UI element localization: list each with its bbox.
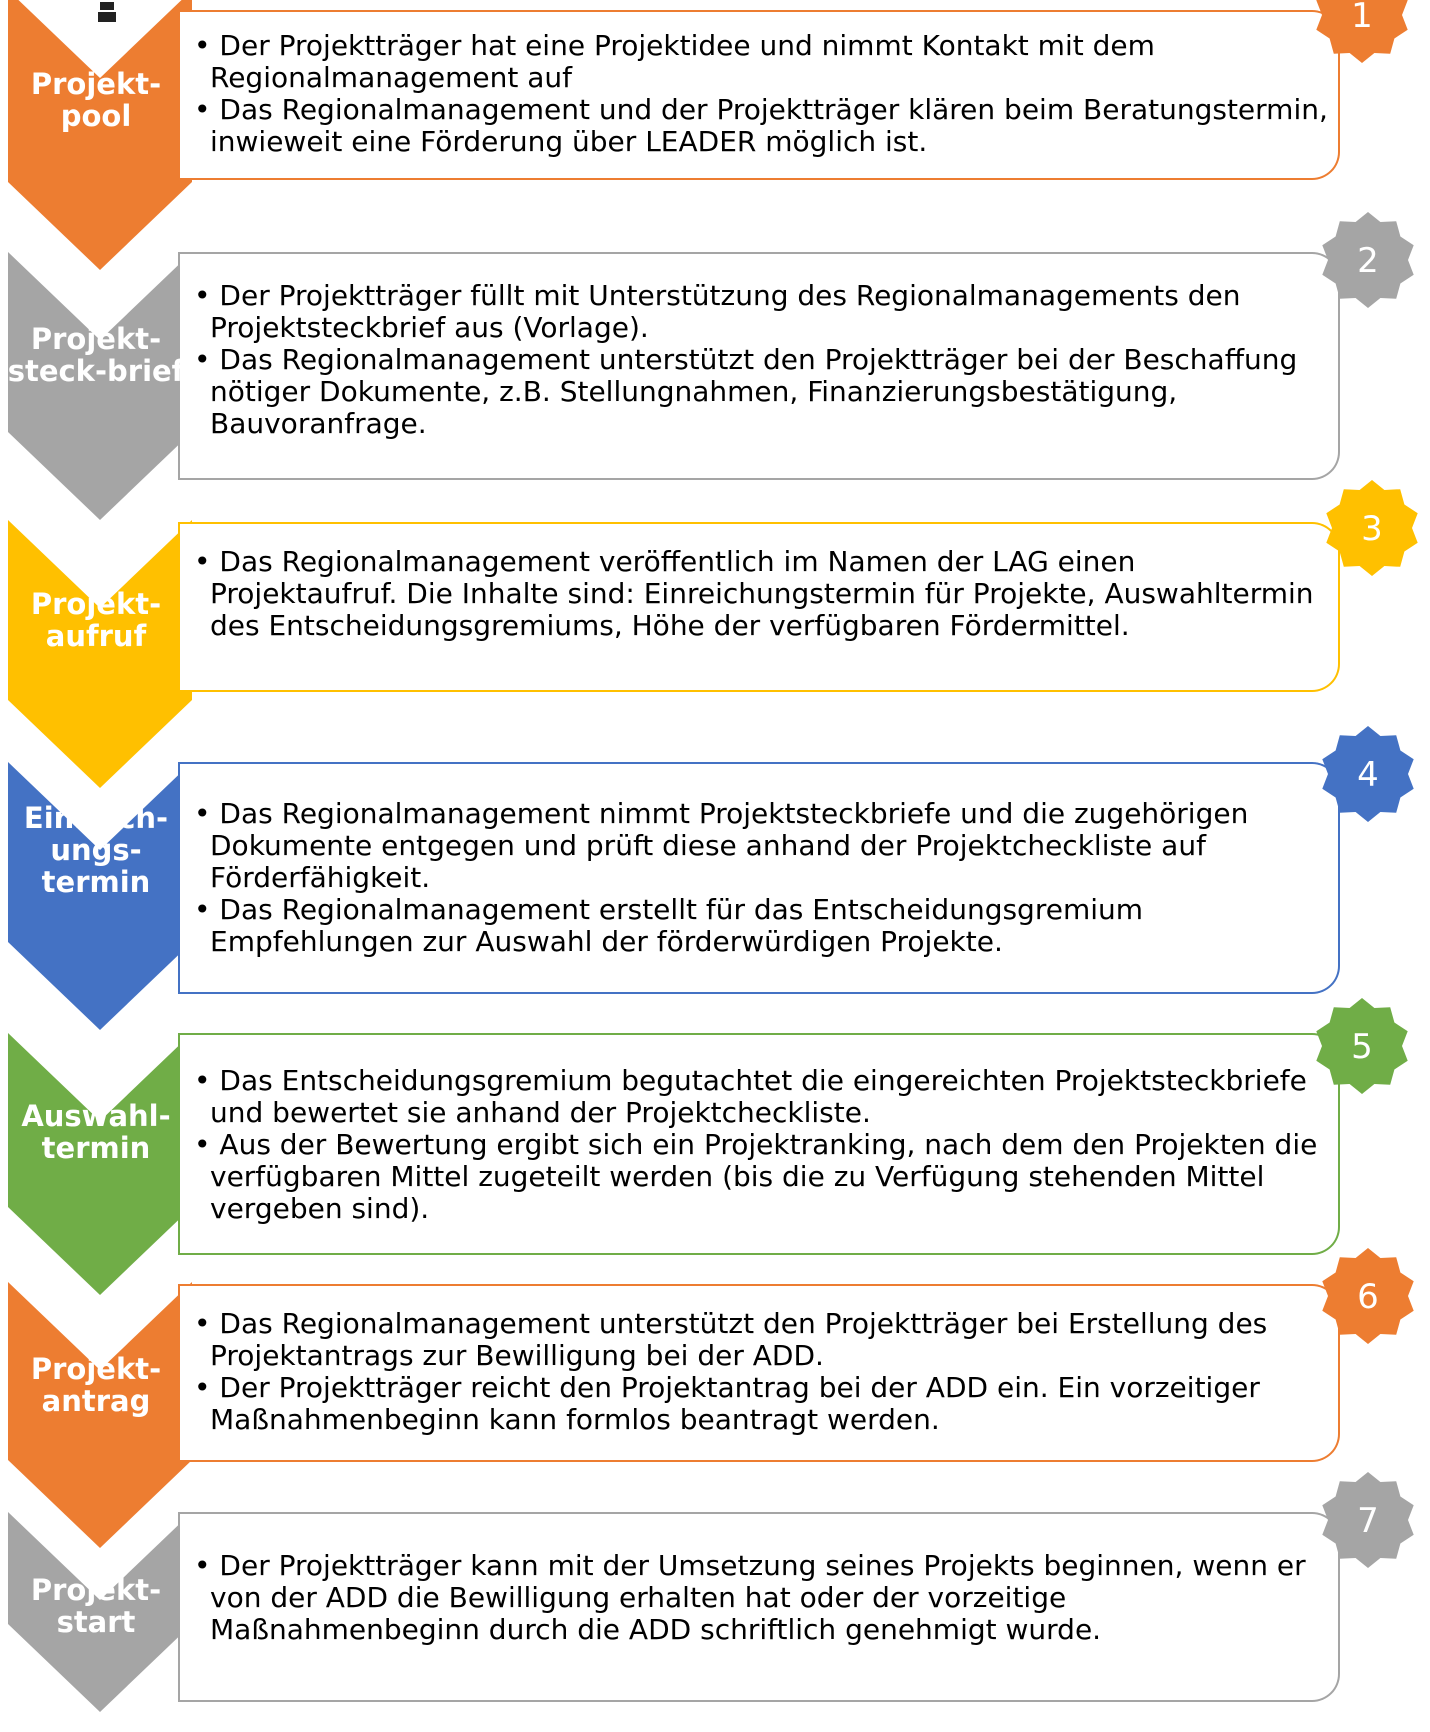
bullet-list: • Das Regionalmanagement veröffentlich i… <box>194 546 1328 642</box>
chevron-shape <box>8 0 192 270</box>
chevron-shape <box>8 252 192 520</box>
bullet-item: • Das Regionalmanagement unterstützt den… <box>194 1307 1268 1372</box>
bullet-list: • Das Entscheidungsgremium begutachtet d… <box>194 1065 1328 1225</box>
step-chevron <box>8 0 192 270</box>
bullet-item: • Das Entscheidungsgremium begutachtet d… <box>194 1064 1307 1129</box>
step-title-line: ungs- <box>50 833 142 867</box>
bullet-item: • Das Regionalmanagement erstellt für da… <box>194 893 1144 958</box>
step-chevron <box>8 520 192 788</box>
step-number-badge: 3 <box>1326 480 1418 576</box>
badge-starburst <box>1326 480 1418 576</box>
bullet-item: • Der Projektträger füllt mit Unterstütz… <box>194 279 1241 344</box>
step-number-badge: 4 <box>1322 726 1414 822</box>
box-left-edge <box>178 764 180 992</box>
box-left-edge <box>178 524 180 690</box>
step-chevron <box>8 762 192 1030</box>
step-title: Auswahl-termin <box>0 1100 192 1164</box>
step-chevron <box>8 1512 192 1712</box>
badge-starburst <box>1322 1472 1414 1568</box>
person-icon <box>98 2 116 22</box>
step-title-line: termin <box>41 865 151 899</box>
step-number: 4 <box>1357 755 1379 795</box>
step-title-line: aufruf <box>45 619 147 653</box>
step-title: Projekt-steck-brief <box>0 323 192 387</box>
bullet-list: • Das Regionalmanagement unterstützt den… <box>194 1308 1328 1436</box>
step-title-line: Auswahl- <box>21 1099 171 1133</box>
step-title-line: termin <box>41 1131 151 1165</box>
box-left-edge <box>178 254 180 478</box>
bullet-item: • Der Projektträger hat eine Projektidee… <box>194 29 1155 94</box>
chevron-shape <box>8 762 192 1030</box>
step-title-line: Projekt- <box>30 67 162 101</box>
step-number: 7 <box>1357 1501 1379 1541</box>
badge-starburst <box>1316 0 1408 63</box>
step-title-line: antrag <box>41 1384 151 1418</box>
step-title-line: steck-brief <box>7 354 185 388</box>
box-left-edge <box>178 1514 180 1700</box>
step-title-line: Einreich- <box>23 801 169 835</box>
step-title-line: Projekt- <box>30 1352 162 1386</box>
step-number: 1 <box>1351 0 1373 36</box>
step-chevron <box>8 1282 192 1548</box>
step-number: 3 <box>1361 509 1383 549</box>
bullet-item: • Das Regionalmanagement unterstützt den… <box>194 343 1298 440</box>
bullet-item: • Aus der Bewertung ergibt sich ein Proj… <box>194 1128 1318 1225</box>
bullet-item: • Das Regionalmanagement veröffentlich i… <box>194 545 1314 642</box>
step-title: Projekt-start <box>0 1574 192 1638</box>
bullet-item: • Der Projektträger reicht den Projektan… <box>194 1371 1260 1436</box>
step-description-box: • Der Projektträger kann mit der Umsetzu… <box>178 1512 1340 1702</box>
step-number-badge: 5 <box>1316 998 1408 1094</box>
bullet-item: • Der Projektträger kann mit der Umsetzu… <box>194 1549 1306 1646</box>
chevron-shape <box>8 520 192 788</box>
step-number-badge: 1 <box>1316 0 1408 63</box>
step-description-box: • Das Regionalmanagement nimmt Projektst… <box>178 762 1340 994</box>
step-title: Projekt-pool <box>0 68 192 132</box>
box-left-edge <box>178 1286 180 1460</box>
step-number-badge: 2 <box>1322 212 1414 308</box>
step-number: 5 <box>1351 1027 1373 1067</box>
step-title: Projekt-antrag <box>0 1353 192 1417</box>
step-chevron <box>8 252 192 520</box>
step-title-line: start <box>56 1605 136 1639</box>
step-description-box: • Der Projektträger füllt mit Unterstütz… <box>178 252 1340 480</box>
bullet-item: • Das Regionalmanagement nimmt Projektst… <box>194 797 1249 894</box>
chevron-shape <box>8 1512 192 1712</box>
bullet-list: • Das Regionalmanagement nimmt Projektst… <box>194 798 1328 958</box>
step-description-box: • Das Regionalmanagement veröffentlich i… <box>178 522 1340 692</box>
bullet-list: • Der Projektträger hat eine Projektidee… <box>194 30 1328 158</box>
step-number-badge: 7 <box>1322 1472 1414 1568</box>
step-description-box: • Der Projektträger hat eine Projektidee… <box>178 10 1340 180</box>
badge-starburst <box>1322 1248 1414 1344</box>
badge-starburst <box>1322 726 1414 822</box>
step-title: Projekt-aufruf <box>0 588 192 652</box>
chevron-shape <box>8 1033 192 1295</box>
box-left-edge <box>178 1035 180 1253</box>
step-title-line: Projekt- <box>30 1573 162 1607</box>
chevron-shape <box>8 1282 192 1548</box>
step-title: Einreich-ungs-termin <box>0 802 192 898</box>
bullet-item: • Das Regionalmanagement und der Projekt… <box>194 93 1328 158</box>
step-description-box: • Das Entscheidungsgremium begutachtet d… <box>178 1033 1340 1255</box>
box-left-edge <box>178 12 180 178</box>
step-title-line: Projekt- <box>30 587 162 621</box>
step-title-line: Projekt- <box>30 322 162 356</box>
badge-starburst <box>1322 212 1414 308</box>
step-number: 6 <box>1357 1277 1379 1317</box>
bullet-list: • Der Projektträger füllt mit Unterstütz… <box>194 280 1328 440</box>
step-title-line: pool <box>60 99 132 133</box>
badge-starburst <box>1316 998 1408 1094</box>
step-chevron <box>8 1033 192 1295</box>
bullet-list: • Der Projektträger kann mit der Umsetzu… <box>194 1550 1328 1646</box>
step-number: 2 <box>1357 241 1379 281</box>
step-description-box: • Das Regionalmanagement unterstützt den… <box>178 1284 1340 1462</box>
step-number-badge: 6 <box>1322 1248 1414 1344</box>
